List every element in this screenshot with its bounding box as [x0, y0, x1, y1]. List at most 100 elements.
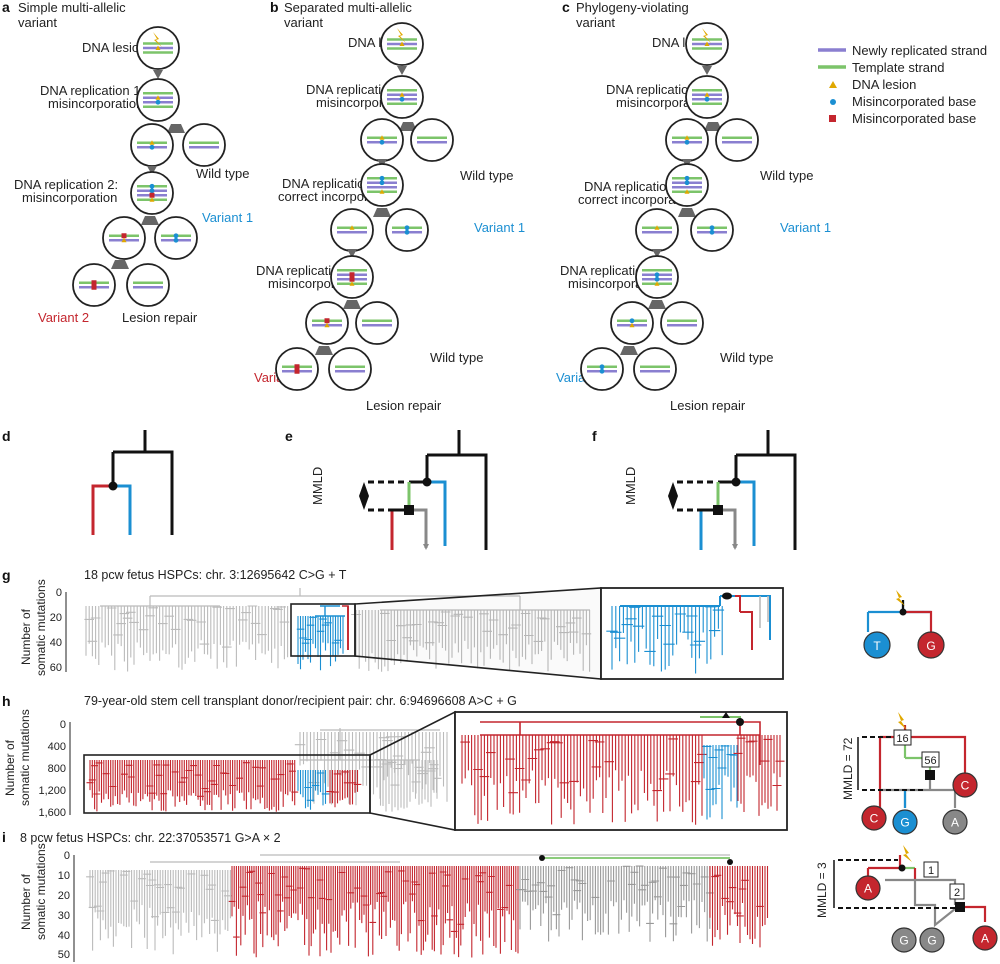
allele-label: C	[870, 812, 879, 826]
lesion-node	[899, 608, 907, 616]
lesion-triangle	[155, 95, 161, 100]
panel-h-ylabel-line2: somatic mutations	[18, 709, 32, 806]
cell-circle	[633, 347, 677, 391]
panel-letter-b: b	[270, 0, 279, 15]
panel-h-mmld: MMLD = 72	[841, 737, 855, 800]
panel-h-ylabel-line1: Number of	[3, 739, 17, 796]
panel-letter-g: g	[2, 567, 11, 583]
cell-circle	[182, 123, 226, 167]
arrow-down-icon	[347, 249, 357, 258]
misincorporated-base-blue	[379, 139, 385, 145]
lesion-triangle	[379, 189, 385, 194]
tree-leaves	[709, 866, 769, 948]
panel-h-tick-2: 800	[48, 763, 66, 775]
lightning-bolt-icon	[153, 32, 162, 47]
mutation-node-square	[713, 505, 723, 515]
allele-node	[855, 875, 881, 901]
cell-circle	[328, 347, 372, 391]
lesion-triangle	[704, 92, 710, 97]
lesion-node	[736, 718, 744, 726]
division-connector	[111, 260, 129, 269]
panel-g-ylabel-line1: Number of	[19, 608, 33, 665]
lightning-bolt-icon	[397, 28, 406, 43]
tree-branch	[91, 484, 113, 535]
label-misincorporation-1: misincorporation	[48, 96, 143, 111]
lesion-triangle	[654, 281, 660, 286]
mutation-node	[727, 859, 733, 865]
panel-g-title: 18 pcw fetus HSPCs: chr. 3:12695642 C>G …	[84, 568, 347, 582]
allele-label: G	[900, 816, 909, 830]
lesion-triangle	[399, 92, 405, 97]
lightning-bolt-icon	[896, 590, 905, 606]
label-variant-1: Variant 1	[474, 220, 525, 235]
misincorporated-base-red	[324, 318, 330, 324]
label-wild-type: Wild type	[196, 166, 249, 181]
label-variant-2: Variant 2	[38, 310, 89, 325]
branch-length-box-2	[921, 751, 940, 768]
misincorporated-base-red	[349, 272, 355, 278]
allele-node-g	[917, 631, 945, 659]
tree-leaves	[84, 605, 290, 672]
allele-node	[942, 809, 968, 835]
label-wild-type-2: Wild type	[430, 350, 483, 365]
lesion-triangle	[684, 189, 690, 194]
branch-length-box-2	[949, 883, 965, 900]
branch-length-2: 56	[924, 755, 936, 767]
tree-branch	[100, 588, 590, 611]
label-misincorporation-2: misincorporation	[22, 190, 117, 205]
lesion-triangle	[149, 197, 155, 202]
tree-leaves	[86, 760, 299, 812]
misincorporated-base-blue	[149, 183, 155, 189]
allele-node	[891, 927, 917, 953]
misincorporated-base-blue	[684, 175, 690, 181]
label-replication-2: DNA replication 2:	[282, 176, 386, 191]
misincorporated-base-blue	[629, 318, 635, 324]
legend: Newly replicated strand Template strand …	[818, 43, 987, 126]
panel-g-ylabel-line2: somatic mutations	[34, 579, 48, 676]
label-variant-1: Variant 1	[780, 220, 831, 235]
allele-label: G	[899, 934, 908, 948]
allele-label-t: T	[873, 639, 881, 653]
allele-node	[952, 772, 978, 798]
lesion-triangle	[379, 135, 385, 140]
mmld-dashed-guide	[862, 736, 925, 791]
tree-branch	[427, 480, 447, 546]
label-wild-type: Wild type	[760, 168, 813, 183]
arrow-down-icon	[423, 544, 429, 550]
lightning-bolt-icon	[702, 28, 711, 43]
division-connector	[343, 300, 361, 309]
label-replication-1: DNA replication 1:	[606, 82, 710, 97]
misincorporated-base-blue	[684, 139, 690, 145]
label-variant-1: Variant 1	[202, 210, 253, 225]
arrow-down-icon	[147, 166, 157, 175]
lesion-triangle	[155, 45, 161, 50]
panel-h-tick-3: 1,200	[38, 785, 66, 797]
division-connector	[704, 122, 722, 131]
misincorporated-base-red	[149, 192, 155, 198]
label-replication-2: DNA replication 2:	[14, 177, 118, 192]
branch-length-box-1	[893, 729, 912, 746]
panel-a-title-line1: Simple multi-allelic	[18, 0, 126, 15]
division-connector	[141, 216, 159, 225]
panel-b: b Separated multi-allelic variant DNA le…	[254, 0, 525, 413]
label-lesion-repair: Lesion repair	[366, 398, 442, 413]
panel-h-title: 79-year-old stem cell transplant donor/r…	[84, 694, 517, 708]
panel-letter-c: c	[562, 0, 570, 15]
panel-g: g 18 pcw fetus HSPCs: chr. 3:12695642 C>…	[2, 567, 945, 680]
legend-lesion-label: DNA lesion	[852, 77, 916, 92]
misincorporated-base-red	[91, 284, 97, 290]
panel-i-tick-4: 40	[58, 930, 70, 942]
tree-branch	[315, 605, 345, 617]
mmld-diamond	[668, 482, 678, 510]
lesion-triangle	[349, 281, 355, 286]
panel-h-tick-1: 400	[48, 741, 66, 753]
panel-d: d	[2, 428, 174, 535]
lesion-node	[539, 855, 545, 861]
label-lesion-repair: Lesion repair	[122, 310, 198, 325]
lesion-triangle	[149, 140, 155, 145]
tree-branch	[735, 595, 753, 650]
misincorporated-base-blue	[709, 229, 715, 235]
misincorporated-base-red	[91, 280, 97, 286]
legend-red-square	[829, 115, 836, 122]
division-connector	[399, 122, 417, 131]
